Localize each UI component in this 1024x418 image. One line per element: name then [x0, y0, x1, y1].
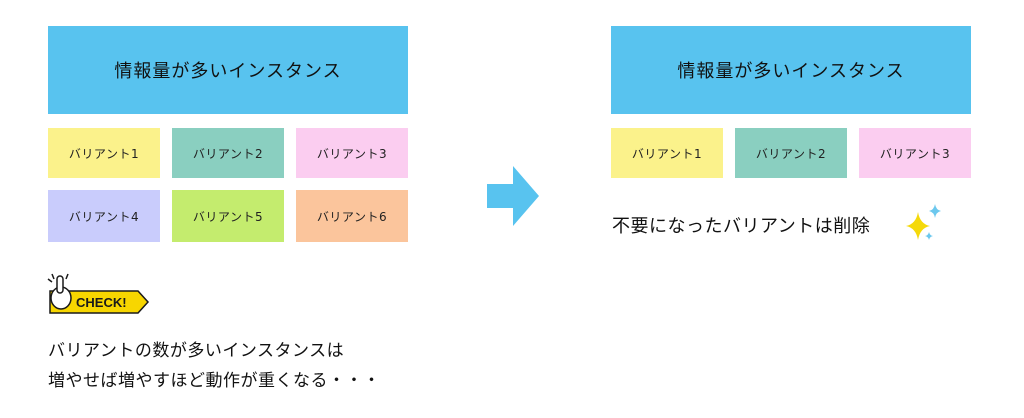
variant-left-4: バリアント4 [48, 190, 160, 242]
variant-label: バリアント5 [192, 209, 264, 224]
variant-label: バリアント3 [316, 146, 388, 161]
delete-caption: 不要になったバリアントは削除 [612, 212, 870, 238]
check-badge-label: CHECK! [76, 295, 127, 310]
warning-note: バリアントの数が多いインスタンスは 増やせば増やすほど動作が重くなる・・・ [48, 336, 381, 396]
variant-label: バリアント2 [755, 146, 827, 161]
sparkle-icon [906, 204, 941, 240]
variant-left-5: バリアント5 [172, 190, 284, 242]
instance-label-left: 情報量が多いインスタンス [114, 61, 342, 82]
instance-box-right: 情報量が多いインスタンス [611, 26, 971, 114]
variant-label: バリアント1 [68, 146, 140, 161]
instance-box-left: 情報量が多いインスタンス [48, 26, 408, 114]
variant-label: バリアント6 [316, 209, 388, 224]
caption-text: 不要になったバリアントは削除 [612, 216, 871, 237]
variant-label: バリアント3 [879, 146, 951, 161]
right-arrow-icon [487, 166, 539, 226]
variant-label: バリアント2 [192, 146, 264, 161]
variant-left-1: バリアント1 [48, 128, 160, 178]
note-line-2: 増やせば増やすほど動作が重くなる・・・ [48, 371, 381, 391]
check-badge: CHECK! [47, 273, 150, 314]
variant-label: バリアント4 [68, 209, 140, 224]
variant-left-3: バリアント3 [296, 128, 408, 178]
variant-left-6: バリアント6 [296, 190, 408, 242]
note-line-1: バリアントの数が多いインスタンスは [48, 341, 345, 361]
variant-right-3: バリアント3 [859, 128, 971, 178]
variant-right-1: バリアント1 [611, 128, 723, 178]
instance-label-right: 情報量が多いインスタンス [677, 61, 905, 82]
pointing-hand-icon [47, 273, 72, 310]
variant-label: バリアント1 [631, 146, 703, 161]
variant-left-2: バリアント2 [172, 128, 284, 178]
variant-right-2: バリアント2 [735, 128, 847, 178]
